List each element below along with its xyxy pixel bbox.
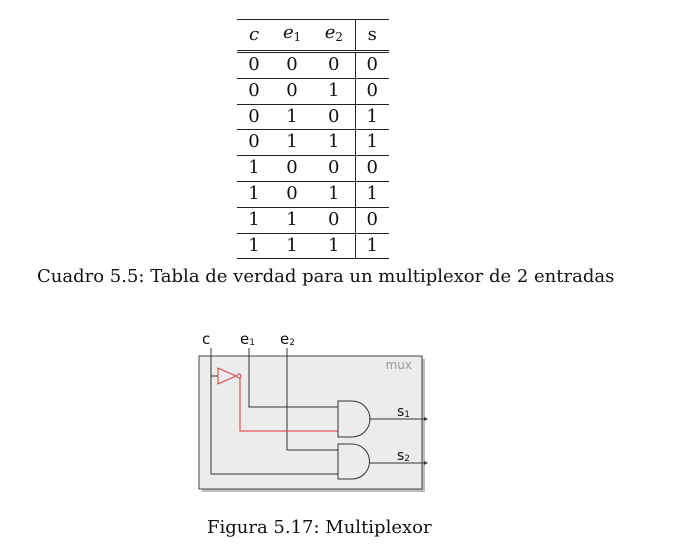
table-cell: 0: [237, 129, 271, 157]
table-cell: 1: [355, 233, 389, 260]
output-s1-label: s1: [397, 404, 410, 420]
not-gate-icon: [217, 367, 238, 385]
table-cell: 1: [355, 181, 389, 208]
table-cell: 1: [271, 233, 313, 260]
mux-box-label: mux: [386, 358, 412, 372]
table-cell: 0: [313, 51, 356, 79]
table-cell: 0: [271, 155, 313, 182]
table-cell: 0: [355, 155, 389, 182]
arrow-s2-icon: [424, 461, 428, 465]
table-cell: 1: [355, 104, 389, 131]
header-e1: e1: [271, 19, 313, 53]
table-cell: 0: [237, 78, 271, 105]
table-cell: 0: [313, 207, 356, 234]
and-gate-1-icon: [337, 400, 371, 438]
input-c-label: c: [202, 330, 210, 348]
table-cell: 0: [271, 51, 313, 79]
header-s: s: [355, 19, 389, 53]
table-cell: 0: [271, 181, 313, 208]
table-cell: 0: [313, 155, 356, 182]
table-cell: 1: [313, 233, 356, 260]
table-cell: 1: [237, 233, 271, 260]
and-gate-2-icon: [337, 443, 370, 480]
wire-c: [210, 348, 338, 475]
not-gate-bubble: [236, 373, 242, 379]
table-cell: 0: [313, 104, 356, 131]
table-cell: 1: [313, 181, 356, 208]
table-cell: 1: [237, 207, 271, 234]
header-e2: e2: [313, 19, 356, 53]
table-cell: 0: [355, 78, 389, 105]
table-cell: 1: [355, 129, 389, 157]
input-e2-label: e2: [280, 330, 295, 348]
table-cell: 1: [237, 155, 271, 182]
mux-box: [198, 355, 423, 490]
table-cell: 0: [237, 104, 271, 131]
table-cell: 1: [313, 78, 356, 105]
input-e1-label: e1: [240, 330, 255, 348]
table-cell: 1: [313, 129, 356, 157]
wire-e2: [286, 348, 338, 451]
mux-circuit-diagram: mux c e1 e2 s1 s2: [198, 330, 428, 492]
header-c: c: [237, 19, 271, 53]
figure-caption: Figura 5.17: Multiplexor: [207, 517, 432, 538]
table-cell: 1: [271, 207, 313, 234]
table-cell: 1: [237, 181, 271, 208]
wire-e1: [248, 348, 338, 408]
table-caption: Cuadro 5.5: Tabla de verdad para un mult…: [37, 266, 615, 287]
table-cell: 0: [271, 78, 313, 105]
table-cell: 0: [355, 51, 389, 79]
table-cell: 1: [271, 104, 313, 131]
table-cell: 1: [271, 129, 313, 157]
table-cell: 0: [355, 207, 389, 234]
table-header-row: c e1 e2 s: [237, 19, 389, 53]
table-cell: 0: [237, 51, 271, 79]
wire-not-c: [239, 378, 338, 432]
arrow-s1-icon: [424, 417, 428, 421]
output-s2-label: s2: [397, 448, 410, 464]
